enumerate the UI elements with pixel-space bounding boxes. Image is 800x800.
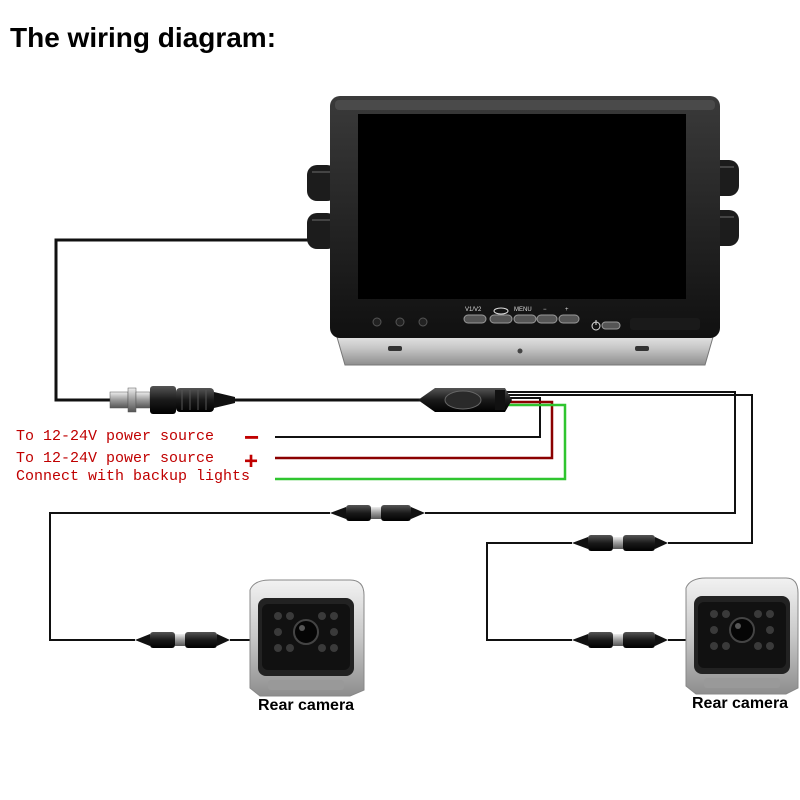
monitor-button-label: MENU [514,307,532,313]
monitor: V1/V2 MENU − + [307,96,739,366]
monitor-button-menu[interactable]: MENU [513,307,537,324]
monitor-button-label: − [543,307,547,313]
wire-power-negative [275,397,541,438]
positive-sign: + [244,448,258,475]
monitor-cable-connector [109,386,235,414]
rear-camera-right [685,577,799,695]
ir-led-icon [710,610,774,650]
inline-connector-left-lower [135,632,230,648]
monitor-button-v1v2[interactable]: V1/V2 [463,307,487,324]
power-button[interactable] [591,320,621,331]
wire-backup-lights [275,403,567,481]
wire-monitor-to-hub [54,238,420,402]
negative-sign: − [244,422,259,452]
monitor-button-label: V1/V2 [465,307,482,313]
inline-connector-right-lower [572,632,668,648]
rear-camera-left [249,579,365,697]
label-power-negative: To 12-24V power source [16,428,215,445]
caption-rear-camera-left: Rear camera [258,697,355,714]
camera-lens-icon [293,619,319,645]
inline-connector-left-upper [330,505,425,521]
ir-led-icon [274,612,338,652]
caption-rear-camera-right: Rear camera [692,695,789,712]
wire-power-positive [275,400,554,460]
monitor-screen [358,114,686,299]
label-power-positive: To 12-24V power source [16,450,215,467]
label-backup-lights: Connect with backup lights [16,468,251,485]
monitor-button-mode[interactable] [489,307,513,324]
inline-connector-right-upper [572,535,668,551]
monitor-button-label: + [565,307,569,313]
wire-splitter-hub [418,388,512,412]
diagram-title: The wiring diagram: [10,22,277,53]
monitor-button-minus[interactable]: − [536,307,558,324]
camera-lens-icon [729,617,755,643]
monitor-button-plus[interactable]: + [558,307,580,324]
wire-camera-left [49,391,736,641]
mode-icon [493,307,509,315]
